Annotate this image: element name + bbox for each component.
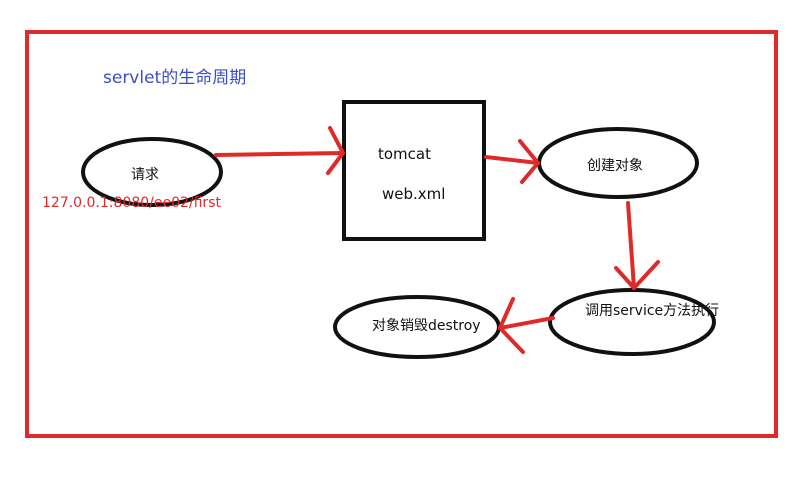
- arrow-request-to-server: [214, 126, 345, 175]
- service-node: [548, 288, 716, 356]
- service-label: 调用service方法执行: [585, 303, 720, 319]
- request-url: 127.0.0.1:8080/ee02/first: [42, 195, 221, 211]
- arrow-service-to-destroy: [498, 297, 555, 354]
- server-webxml-label: web.xml: [382, 185, 446, 203]
- request-label: 请求: [131, 167, 159, 183]
- outer-frame: [25, 30, 778, 438]
- destroy-label: 对象销毁destroy: [372, 318, 481, 334]
- arrow-server-to-create: [484, 139, 540, 184]
- request-node: [81, 137, 223, 207]
- diagram-title: servlet的生命周期: [103, 68, 247, 88]
- create-label: 创建对象: [587, 158, 643, 174]
- server-box: [342, 100, 486, 241]
- server-tomcat-label: tomcat: [378, 145, 431, 163]
- arrow-create-to-service: [614, 201, 660, 290]
